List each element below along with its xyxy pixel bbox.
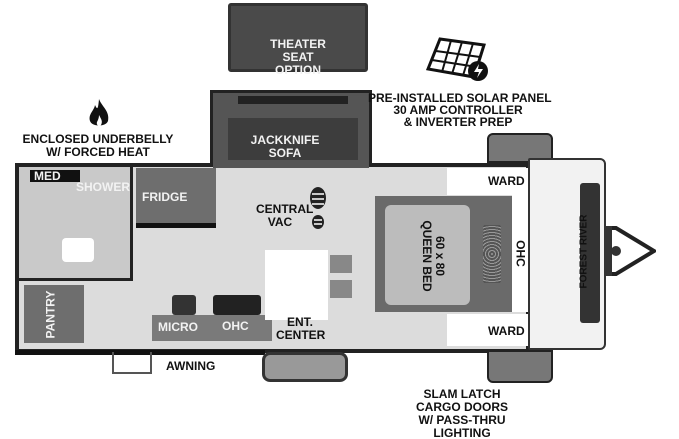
cargo-line4: LIGHTING — [433, 426, 491, 439]
dinette-chair — [330, 280, 352, 298]
vac-line2: VAC — [267, 215, 293, 229]
bed-line1: 60 x 80 — [433, 235, 447, 277]
entry-steps — [112, 352, 152, 374]
med-cabinet — [30, 170, 80, 182]
sofa — [228, 118, 358, 166]
pantry — [24, 285, 84, 343]
cargo-door-bottom — [487, 350, 553, 383]
hitch-icon — [604, 226, 656, 276]
awning — [15, 350, 265, 355]
sink — [213, 295, 261, 315]
cargo-line2: CARGO DOORS — [415, 400, 508, 414]
underbelly-line2: W/ FORCED HEAT — [46, 145, 150, 159]
brand-logo: FOREST RIVER — [578, 214, 590, 289]
sofa-line2: SOFA — [268, 146, 302, 160]
ent-center-label: ENT.CENTER — [276, 315, 326, 342]
bed-line2: QUEEN BED — [420, 220, 434, 292]
flame-icon — [89, 99, 109, 126]
ohc-front-label: OHC — [513, 240, 528, 267]
ent-line2: CENTER — [276, 328, 326, 342]
wardrobe-bottom — [447, 314, 528, 346]
slide-opening — [213, 160, 369, 168]
shower-label: SHOWER — [76, 180, 130, 194]
wardrobe-top — [447, 168, 528, 195]
ohc-kitchen-label: OHC — [222, 319, 249, 333]
solar-line2: 30 AMP CONTROLLER — [393, 103, 523, 117]
solar-line1: PRE-INSTALLED SOLAR PANEL — [368, 91, 552, 105]
ward-bottom-label: WARD — [488, 324, 525, 338]
micro-label: MICRO — [158, 320, 198, 334]
cargo-line3: W/ PASS-THRU — [418, 413, 506, 427]
pantry-label: PANTRY — [43, 290, 58, 339]
dinette-chair — [330, 255, 352, 273]
underbelly-line1: ENCLOSED UNDERBELLY — [22, 132, 174, 146]
propane-tank — [262, 352, 348, 382]
solar-panel-icon — [426, 37, 488, 81]
fridge — [136, 168, 216, 228]
sofa-line1: JACKKNIFE — [250, 133, 320, 147]
toilet — [62, 238, 94, 262]
ward-top-label: WARD — [488, 174, 525, 188]
queen-bed — [385, 205, 470, 305]
ent-line1: ENT. — [286, 315, 313, 329]
front-window — [580, 183, 600, 323]
kitchen-counter — [152, 315, 272, 341]
cargo-line1: SLAM LATCH — [423, 387, 501, 401]
theater-seat-label: THEATER SEAT OPTION — [270, 37, 326, 77]
solar-line3: & INVERTER PREP — [403, 115, 513, 129]
ohc-front — [512, 195, 528, 312]
window — [238, 96, 348, 104]
cooktop — [172, 295, 196, 315]
theater-seat-option — [228, 3, 368, 72]
fridge-label: FRIDGE — [142, 190, 188, 204]
boot-print-icon — [310, 187, 326, 229]
bed-pillow — [483, 225, 501, 283]
awning-label: AWNING — [166, 359, 216, 373]
cargo-door-top — [487, 133, 553, 163]
med-label: MED — [34, 169, 61, 183]
bathroom — [19, 167, 133, 281]
vac-line1: CENTRAL — [256, 202, 314, 216]
ent-center — [265, 250, 328, 320]
